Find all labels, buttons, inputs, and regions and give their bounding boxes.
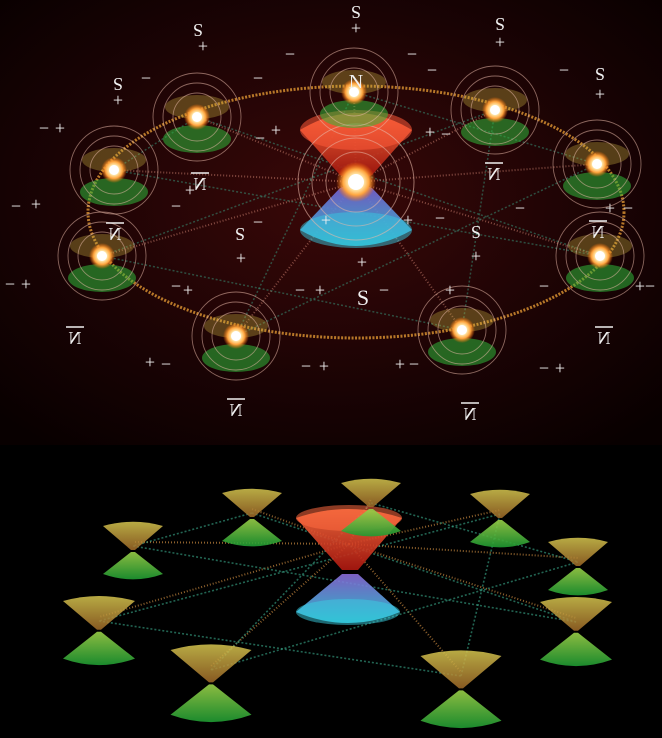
plus-sign: + xyxy=(31,194,41,214)
satellite-north-label: N xyxy=(598,328,611,348)
plus-sign: + xyxy=(635,276,645,296)
plus-sign: + xyxy=(605,198,615,218)
satellite-south-label: S xyxy=(495,14,505,34)
top-panel: N S +++++++++++++++++++++++++−−−−−−−−−−−… xyxy=(0,0,662,445)
satellite-orb-core xyxy=(490,105,500,115)
satellite-orb-core xyxy=(457,325,467,335)
satellite-north-label: N xyxy=(230,400,243,420)
south-cone-rim xyxy=(300,212,412,248)
minus-sign: − xyxy=(623,198,633,218)
minus-sign: − xyxy=(379,280,389,300)
minus-sign: − xyxy=(253,68,263,88)
satellite-north-label: N xyxy=(69,328,82,348)
satellite-orb-core xyxy=(97,251,107,261)
minus-sign: − xyxy=(255,128,265,148)
plus-sign: + xyxy=(357,252,367,272)
minus-sign: − xyxy=(559,60,569,80)
minus-sign: − xyxy=(427,60,437,80)
minus-sign: − xyxy=(441,124,451,144)
satellite-orb-core xyxy=(231,331,241,341)
satellite-south-label: S xyxy=(471,222,481,242)
satellite-orb-core xyxy=(192,112,202,122)
plus-sign: + xyxy=(403,210,413,230)
plus-sign: + xyxy=(183,280,193,300)
minus-sign: − xyxy=(285,44,295,64)
minus-sign: − xyxy=(161,354,171,374)
plus-sign: + xyxy=(319,356,329,376)
satellite-orb-core xyxy=(595,251,605,261)
plus-sign: + xyxy=(271,120,281,140)
satellite-north-label: N xyxy=(488,164,501,184)
minus-sign: − xyxy=(645,276,655,296)
minus-sign: − xyxy=(407,44,417,64)
center-south-label: S xyxy=(357,285,369,310)
minus-sign: − xyxy=(5,274,15,294)
satellite-orb-core xyxy=(592,159,602,169)
minus-sign: − xyxy=(39,118,49,138)
minus-sign: − xyxy=(253,212,263,232)
minus-sign: − xyxy=(11,196,21,216)
center-north-label: N xyxy=(349,71,363,93)
plus-sign: + xyxy=(395,354,405,374)
center-orb-core xyxy=(348,174,364,190)
plus-sign: + xyxy=(595,84,605,104)
minus-sign: − xyxy=(295,280,305,300)
south-cone-rim xyxy=(296,599,400,625)
satellite-north-label: N xyxy=(194,174,207,194)
plus-sign: + xyxy=(21,274,31,294)
plus-sign: + xyxy=(471,246,481,266)
plus-sign: + xyxy=(321,210,331,230)
minus-sign: − xyxy=(539,358,549,378)
plus-sign: + xyxy=(55,118,65,138)
minus-sign: − xyxy=(409,354,419,374)
satellite-south-label: S xyxy=(193,20,203,40)
plus-sign: + xyxy=(495,32,505,52)
satellite-south-label: S xyxy=(113,74,123,94)
plus-sign: + xyxy=(315,280,325,300)
plus-sign: + xyxy=(555,358,565,378)
satellite-south-label: S xyxy=(595,64,605,84)
satellite-north-label: N xyxy=(464,404,477,424)
satellite-north-label: N xyxy=(109,224,122,244)
minus-sign: − xyxy=(539,276,549,296)
satellite-south-label: S xyxy=(235,224,245,244)
minus-sign: − xyxy=(171,196,181,216)
minus-sign: − xyxy=(141,68,151,88)
minus-sign: − xyxy=(435,208,445,228)
satellite-orb-core xyxy=(109,165,119,175)
minus-sign: − xyxy=(515,198,525,218)
minus-sign: − xyxy=(301,356,311,376)
bottom-panel xyxy=(0,452,662,738)
plus-sign: + xyxy=(145,352,155,372)
plus-sign: + xyxy=(236,248,246,268)
satellite-south-label: S xyxy=(351,2,361,22)
plus-sign: + xyxy=(425,122,435,142)
satellite-north-label: N xyxy=(592,222,605,242)
minus-sign: − xyxy=(171,276,181,296)
plus-sign: + xyxy=(445,280,455,300)
